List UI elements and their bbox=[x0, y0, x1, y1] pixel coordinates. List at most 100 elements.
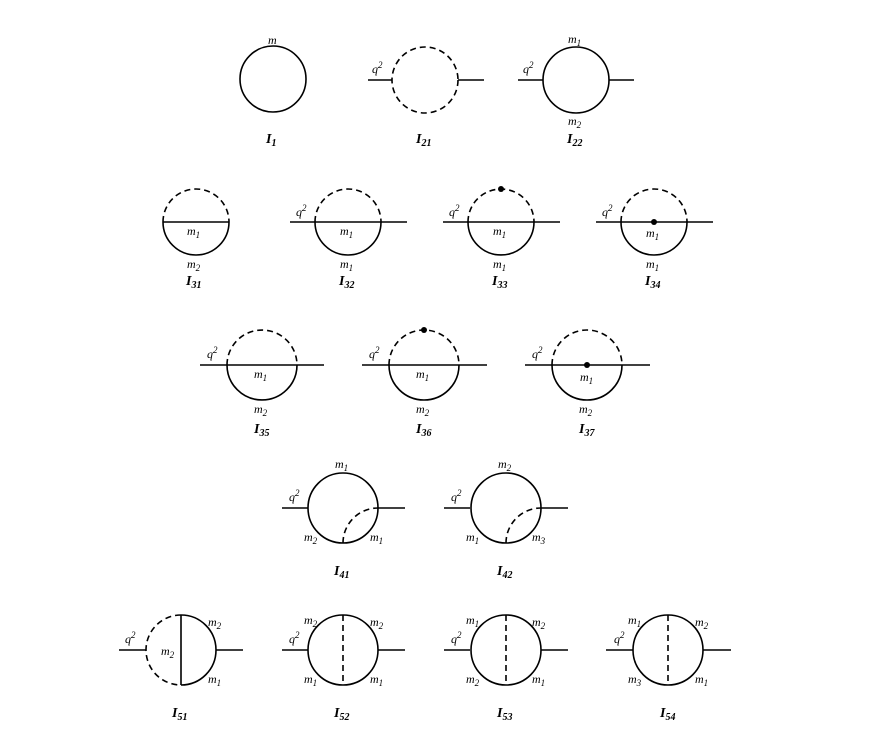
label-m1: m1 bbox=[416, 367, 429, 383]
diagram-title-i52: I52 bbox=[333, 706, 349, 723]
label-m1-upper-left: m1 bbox=[466, 613, 479, 629]
label-m2: m2 bbox=[304, 530, 318, 546]
label-m1-lower-right: m1 bbox=[532, 672, 545, 688]
label-m1-lower-right: m1 bbox=[370, 672, 383, 688]
label-m1-lower: m1 bbox=[370, 530, 383, 546]
label-q2: q2 bbox=[125, 630, 136, 646]
label-m2-upper-left: m2 bbox=[304, 613, 318, 629]
label-m3-lower-left: m3 bbox=[628, 672, 642, 688]
arc-top-dashed bbox=[314, 188, 382, 223]
arc-top-dashed bbox=[620, 188, 688, 223]
diagram-title-i42: I42 bbox=[496, 564, 512, 581]
label-q2: q2 bbox=[614, 630, 625, 646]
arc-bottom-solid bbox=[388, 364, 460, 401]
label-q2: q2 bbox=[602, 203, 613, 219]
diagram-title-i22: I22 bbox=[566, 132, 582, 149]
dot-marker bbox=[421, 327, 427, 333]
loop-solid bbox=[239, 45, 307, 113]
loop-solid bbox=[470, 472, 542, 544]
label-m1: m1 bbox=[340, 224, 353, 240]
label-q2: q2 bbox=[289, 630, 300, 646]
diagram-title-i54: I54 bbox=[659, 706, 675, 723]
label-m1-lower: m1 bbox=[646, 257, 659, 273]
label-m2-upper: m2 bbox=[208, 615, 222, 631]
label-m2: m2 bbox=[498, 457, 512, 473]
dot-marker bbox=[651, 219, 657, 225]
diagram-title-i51: I51 bbox=[171, 706, 187, 723]
dot-marker bbox=[498, 186, 504, 192]
label-m2-upper-right: m2 bbox=[532, 615, 546, 631]
diagram-title-i41: I41 bbox=[333, 564, 349, 581]
diagram-i33: q2 m1 m1 I33 bbox=[443, 186, 560, 291]
label-m2: m2 bbox=[416, 402, 430, 418]
arc-bottom-solid bbox=[162, 221, 230, 256]
label-q2: q2 bbox=[207, 345, 218, 361]
diagram-title-i37: I37 bbox=[578, 422, 595, 439]
arc-right-solid bbox=[180, 614, 217, 686]
label-m1-upper-left: m1 bbox=[628, 613, 641, 629]
loop-dashed bbox=[391, 46, 459, 114]
label-q2: q2 bbox=[289, 488, 300, 504]
diagram-title-i1: I1 bbox=[265, 132, 276, 149]
arc-top-dashed bbox=[162, 188, 230, 223]
dot-marker bbox=[584, 362, 590, 368]
label-q2: q2 bbox=[451, 630, 462, 646]
loop-solid bbox=[542, 46, 610, 114]
label-m1: m1 bbox=[187, 224, 200, 240]
diagram-i54: q2 m1 m2 m3 m1 I54 bbox=[606, 613, 731, 723]
diagram-i53: q2 m1 m2 m2 m1 I53 bbox=[444, 613, 568, 723]
label-m2: m2 bbox=[579, 402, 593, 418]
label-m2-upper-right: m2 bbox=[370, 615, 384, 631]
diagram-i52: q2 m2 m2 m1 m1 I52 bbox=[282, 613, 405, 723]
label-q2: q2 bbox=[372, 60, 383, 76]
label-q2: q2 bbox=[449, 203, 460, 219]
arc-top-dashed bbox=[388, 329, 460, 366]
label-m1-lower-left: m1 bbox=[304, 672, 317, 688]
arc-bottom-solid bbox=[314, 221, 382, 256]
arc-bottom-solid bbox=[620, 221, 688, 256]
diagram-i31: m1 m2 I31 bbox=[162, 188, 230, 291]
label-m2-lower-left: m2 bbox=[466, 672, 480, 688]
label-m2: m2 bbox=[254, 402, 268, 418]
label-m2-upper-right: m2 bbox=[695, 615, 709, 631]
arc-bottom-solid bbox=[551, 364, 623, 401]
diagram-i35: q2 m1 m2 I35 bbox=[200, 329, 324, 439]
diagram-i37: q2 m1 m2 I37 bbox=[525, 329, 650, 439]
arc-left-dashed bbox=[145, 614, 182, 686]
diagram-title-i34: I34 bbox=[644, 274, 660, 291]
label-q2: q2 bbox=[451, 488, 462, 504]
label-m1: m1 bbox=[580, 370, 593, 386]
diagram-title-i36: I36 bbox=[415, 422, 431, 439]
label-m1: m1 bbox=[208, 672, 221, 688]
label-m2: m2 bbox=[187, 257, 201, 273]
diagram-i36: q2 m1 m2 I36 bbox=[362, 327, 487, 439]
label-q2: q2 bbox=[369, 345, 380, 361]
label-m1-lower: m1 bbox=[493, 257, 506, 273]
diagram-i22: q2 m1 m2 I22 bbox=[518, 32, 634, 149]
label-m2: m2 bbox=[568, 114, 582, 130]
diagram-title-i35: I35 bbox=[253, 422, 269, 439]
arc-top-dashed bbox=[467, 188, 535, 223]
label-m1-lower-right: m1 bbox=[695, 672, 708, 688]
label-m1: m1 bbox=[466, 530, 479, 546]
label-m1: m1 bbox=[568, 32, 581, 48]
diagram-i34: q2 m1 m1 I34 bbox=[596, 188, 713, 291]
diagram-title-i31: I31 bbox=[185, 274, 201, 291]
diagram-title-i32: I32 bbox=[338, 274, 354, 291]
label-m1: m1 bbox=[335, 457, 348, 473]
label-q2: q2 bbox=[296, 203, 307, 219]
label-m: m bbox=[268, 33, 277, 47]
label-q2: q2 bbox=[523, 60, 534, 76]
diagram-i21: q2 I21 bbox=[368, 46, 484, 149]
diagram-i32: q2 m1 m1 I32 bbox=[290, 188, 407, 291]
diagram-title-i53: I53 bbox=[496, 706, 512, 723]
label-m1: m1 bbox=[254, 367, 267, 383]
diagram-i41: q2 m1 m2 m1 I41 bbox=[282, 457, 405, 581]
loop-solid bbox=[307, 472, 379, 544]
arc-bottom-solid bbox=[467, 221, 535, 256]
label-q2: q2 bbox=[532, 345, 543, 361]
arc-top-dashed bbox=[551, 329, 623, 366]
diagram-i42: q2 m2 m1 m3 I42 bbox=[444, 457, 568, 581]
arc-bottom-solid bbox=[226, 364, 298, 401]
